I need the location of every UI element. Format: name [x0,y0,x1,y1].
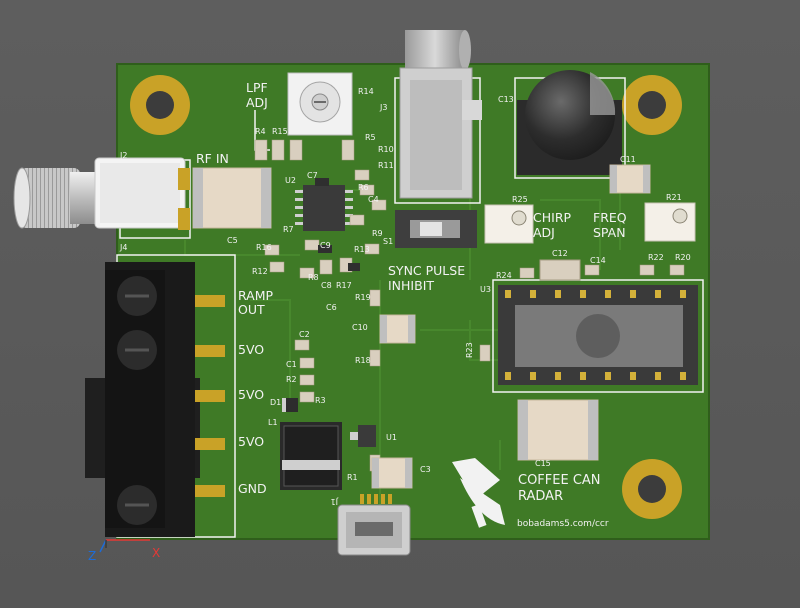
refdes-r4: R4 [255,127,266,136]
label-lpf: LPF [246,80,268,95]
title-coffee-can: COFFEE CAN [518,473,601,488]
electrolytic-capacitor-icon [517,70,622,175]
label-freq: FREQ [593,210,627,225]
dip-socket-icon [498,285,698,385]
refdes-r6: R6 [358,183,369,192]
refdes-r2: R2 [286,375,297,384]
refdes-c4: C4 [368,195,379,204]
refdes-j1: J1 [331,497,339,506]
refdes-c6: C6 [326,303,337,312]
satellite-dish-logo-icon [452,458,505,528]
refdes-r24: R24 [496,271,512,280]
label-freq-span: SPAN [593,225,626,240]
refdes-r22: R22 [648,253,664,262]
refdes-u2: U2 [285,176,296,185]
refdes-r21: R21 [666,193,682,202]
refdes-r11: R11 [378,161,394,170]
refdes-r13: R13 [354,245,370,254]
refdes-r25: R25 [512,195,528,204]
audio-jack-icon [399,30,482,199]
refdes-r9: R9 [372,229,383,238]
refdes-d1: D1 [270,398,281,407]
refdes-c9: C9 [320,241,331,250]
refdes-r23: R23 [465,342,474,358]
label-ramp: RAMP [238,288,274,303]
refdes-r18: R18 [355,356,371,365]
refdes-j3: J3 [379,103,387,112]
refdes-c5: C5 [227,236,238,245]
axis-triad-icon [99,539,150,553]
refdes-c8: C8 [321,281,332,290]
refdes-r10: R10 [378,145,394,154]
label-inhibit: INHIBIT [388,278,434,293]
label-gnd: GND [238,481,267,496]
title-radar: RADAR [518,489,563,504]
label-rf-in: RF IN [196,151,229,166]
refdes-r19: R19 [355,293,371,302]
refdes-r16: R16 [256,243,272,252]
refdes-c2: C2 [299,330,310,339]
label-sync-pulse: SYNC PULSE [388,263,465,278]
refdes-c3: C3 [420,465,431,474]
label-ramp-out: OUT [238,302,265,317]
refdes-r8: R8 [308,273,319,282]
refdes-c15: C15 [535,459,551,468]
refdes-r12: R12 [252,267,268,276]
refdes-j4: J4 [119,243,127,252]
mounting-hole-icon [622,75,682,135]
refdes-u1: U1 [386,433,397,442]
refdes-c12: C12 [552,249,568,258]
refdes-u3: U3 [480,285,491,294]
trimmer-potentiometer-icon[interactable] [484,204,534,244]
refdes-r17: R17 [336,281,352,290]
label-5vo-3: 5VO [238,434,264,449]
refdes-c10: C10 [352,323,368,332]
url-text: bobadams5.com/ccr [517,519,609,529]
refdes-r7: R7 [283,225,294,234]
refdes-r1: R1 [347,473,358,482]
label-chirp-adj: ADJ [533,225,555,240]
label-5vo-1: 5VO [238,342,264,357]
refdes-s1: S1 [383,237,393,246]
refdes-c1: C1 [286,360,297,369]
mounting-hole-icon [130,75,190,135]
axis-x-label: X [152,546,160,560]
refdes-l1: L1 [268,418,278,427]
label-5vo-2: 5VO [238,387,264,402]
label-chirp: CHIRP [533,210,571,225]
mounting-hole-icon [622,459,682,519]
axis-z-label: Z [88,549,96,563]
screw-terminal-icon[interactable] [85,262,225,537]
sma-connector-icon [13,157,190,230]
refdes-c7: C7 [307,171,318,180]
refdes-c13: C13 [498,95,514,104]
refdes-c11: C11 [620,155,636,164]
refdes-c14: C14 [590,256,606,265]
refdes-j2: J2 [119,151,127,160]
refdes-r14: R14 [358,87,374,96]
label-lpf-adj: ADJ [246,95,268,110]
refdes-r20: R20 [675,253,691,262]
refdes-r5: R5 [365,133,376,142]
trimmer-potentiometer-icon[interactable] [644,202,696,242]
refdes-r15: R15 [272,127,288,136]
refdes-r3: R3 [315,396,326,405]
trimmer-potentiometer-icon[interactable] [287,72,353,136]
usb-connector-icon[interactable] [337,494,411,556]
